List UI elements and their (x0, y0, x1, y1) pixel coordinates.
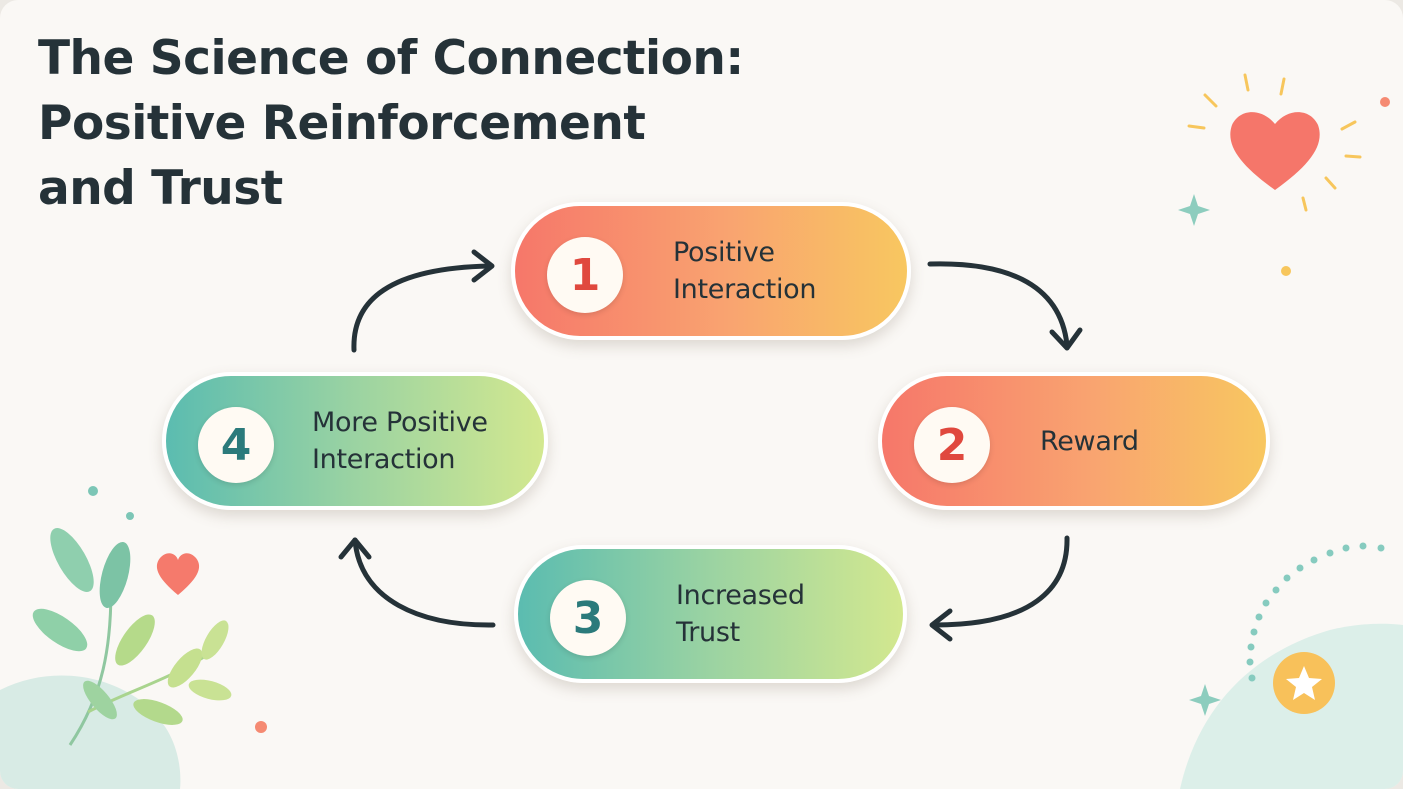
step-3-label: Increased Trust (676, 580, 805, 648)
dotted-arc (1246, 542, 1385, 682)
step-2-label: Reward (1040, 425, 1139, 457)
dot (88, 486, 98, 496)
dot (1380, 97, 1390, 107)
sparkle-icon (1189, 684, 1221, 716)
step-1-pill: 1 Positive Interaction (511, 202, 911, 340)
arrow-step3-to-step4 (338, 537, 496, 628)
title-line-2: Positive Reinforcement (38, 96, 646, 151)
dot (1281, 266, 1291, 276)
dot (126, 512, 134, 520)
leaf-branch-icon (32, 528, 232, 746)
dot (255, 721, 267, 733)
step-1-label: Positive Interaction (673, 237, 817, 305)
title-line-1: The Science of Connection: (38, 31, 744, 86)
step-3-pill: 3 Increased Trust (514, 545, 907, 683)
arrow-step4-to-step1 (351, 249, 495, 353)
heart-icon (1187, 73, 1362, 212)
step-2-pill: 2 Reward (878, 372, 1270, 510)
step-4-pill: 4 More Positive Interaction (162, 372, 548, 510)
title-line-3: and Trust (38, 161, 283, 216)
step-4-label: More Positive Interaction (312, 407, 488, 475)
heart-icon (156, 553, 200, 595)
sparkle-icon (1178, 194, 1210, 226)
star-badge-icon (1273, 652, 1335, 714)
arrow-step1-to-step2 (927, 261, 1083, 351)
step-1-number: 1 (547, 237, 623, 313)
step-2-number: 2 (914, 407, 990, 483)
step-3-number: 3 (550, 580, 626, 656)
page-title: The Science of Connection: Positive Rein… (38, 26, 744, 221)
arrow-step2-to-step3 (929, 535, 1070, 642)
step-4-number: 4 (198, 407, 274, 483)
